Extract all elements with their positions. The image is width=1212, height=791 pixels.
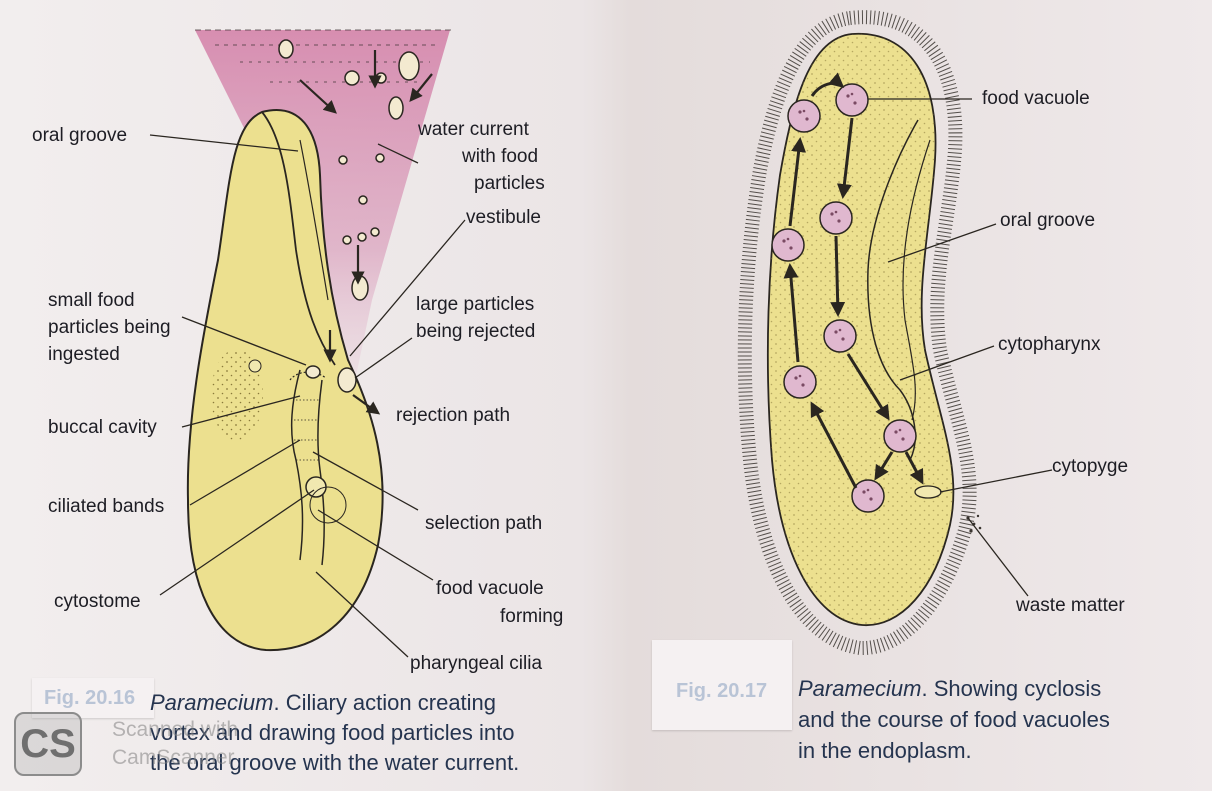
- caption-right-species: Paramecium: [798, 676, 921, 701]
- label-selection-path: selection path: [425, 512, 542, 536]
- caption-left-species: Paramecium: [150, 690, 273, 715]
- label-food-vacuole-forming-1: food vacuole: [436, 577, 544, 601]
- fig-number-left: Fig. 20.16: [44, 687, 135, 710]
- label-pharyngeal-cilia: pharyngeal cilia: [410, 652, 542, 676]
- caption-right-line3: in the endoplasm.: [798, 736, 972, 765]
- caption-right-line2: and the course of food vacuoles: [798, 705, 1110, 734]
- label-large-particles-2: being rejected: [416, 320, 535, 344]
- watermark-line1: Scanned with: [112, 718, 238, 742]
- label-ciliated-bands: ciliated bands: [48, 495, 164, 519]
- label-small-food-3: ingested: [48, 343, 120, 367]
- caption-left-line1: Paramecium. Ciliary action creating: [150, 688, 496, 717]
- label-waste-matter: waste matter: [1016, 594, 1125, 618]
- label-food-vacuole: food vacuole: [982, 87, 1090, 111]
- fig-number-right: Fig. 20.17: [676, 680, 767, 703]
- caption-right-line1: Paramecium. Showing cyclosis: [798, 674, 1101, 703]
- label-large-particles-1: large particles: [416, 293, 534, 317]
- label-water-current-2: with food: [462, 145, 538, 169]
- label-buccal-cavity: buccal cavity: [48, 416, 157, 440]
- label-cytopharynx: cytopharynx: [998, 333, 1100, 357]
- label-rejection-path: rejection path: [396, 404, 510, 428]
- camscanner-logo: CS: [14, 712, 82, 776]
- label-cytopyge: cytopyge: [1052, 455, 1128, 479]
- label-oral-groove-left: oral groove: [32, 124, 127, 148]
- label-water-current-3: particles: [474, 172, 545, 196]
- label-small-food-2: particles being: [48, 316, 171, 340]
- label-water-current-1: water current: [418, 118, 529, 142]
- label-oral-groove-right: oral groove: [1000, 209, 1095, 233]
- caption-left-line1-rest: . Ciliary action creating: [273, 690, 496, 715]
- label-vestibule: vestibule: [466, 206, 541, 230]
- label-food-vacuole-forming-2: forming: [500, 605, 563, 629]
- caption-right-line1-rest: . Showing cyclosis: [921, 676, 1101, 701]
- watermark-line2: CamScanner: [112, 746, 235, 770]
- label-cytostome: cytostome: [54, 590, 141, 614]
- label-small-food-1: small food: [48, 289, 135, 313]
- cytopyge-spot: [915, 486, 941, 498]
